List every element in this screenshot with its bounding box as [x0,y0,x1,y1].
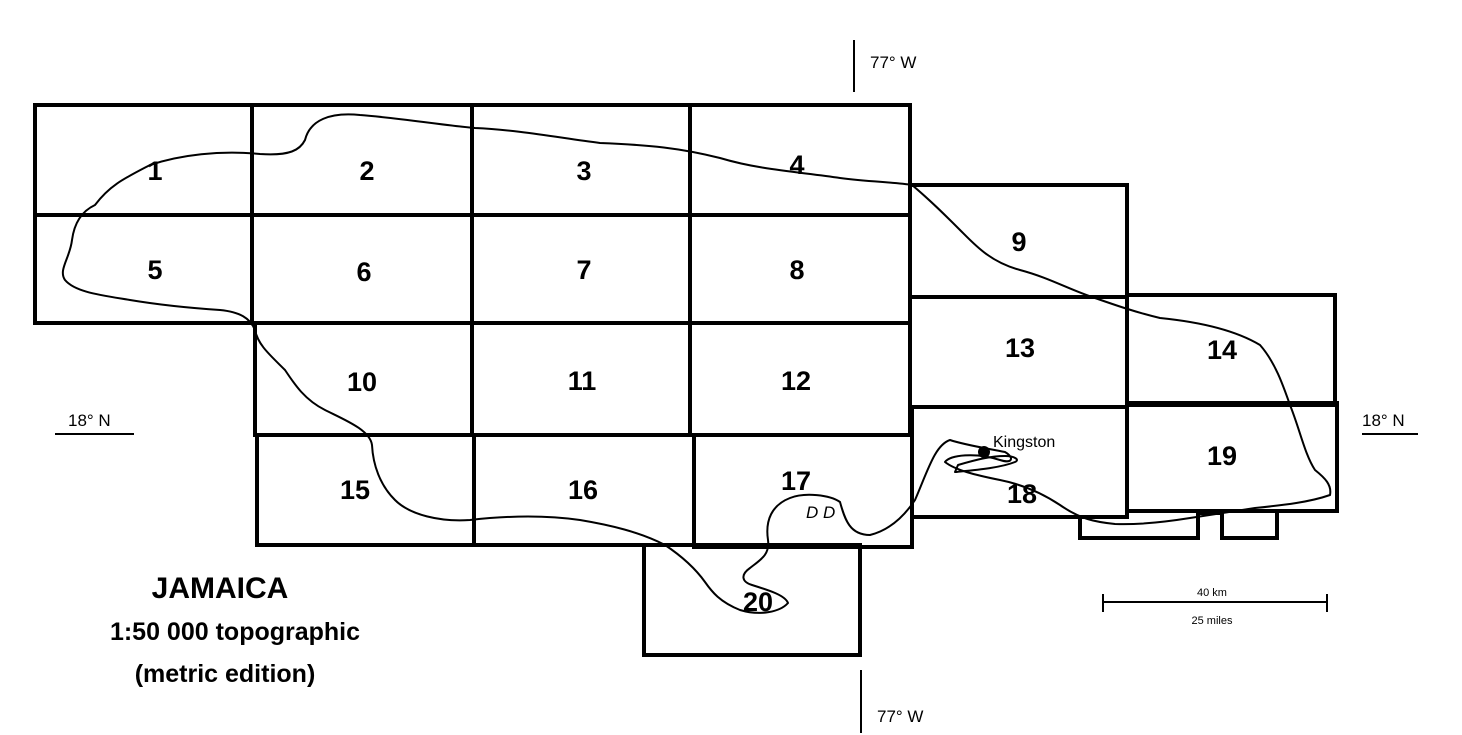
sheet-label-14: 14 [1207,335,1237,365]
meridian-label-top: 77° W [870,53,916,72]
map-edition: (metric edition) [134,660,316,688]
sheet-19-rect [1125,401,1339,513]
sheet-19-extension [1127,511,1279,540]
sheet-5-rect [33,213,254,325]
coastline [61,113,1332,614]
parallel-label-left: 18° N [68,411,111,430]
sheet-1-rect [33,103,254,217]
sheet-label-1: 1 [147,156,162,186]
reef-marks: D D [806,503,835,522]
sheet-labels: 1 2 3 4 5 6 7 8 9 10 11 12 13 14 15 16 1… [147,150,1237,617]
scale-bar-imperial: 25 miles [1192,615,1233,627]
sheet-label-5: 5 [147,255,162,285]
sheet-label-12: 12 [781,366,811,396]
sheet-label-15: 15 [340,475,370,505]
kingston-marker-icon [978,446,990,458]
sheet-label-6: 6 [356,257,371,287]
sheet-label-3: 3 [576,156,591,186]
sheet-18-extension [1078,517,1130,540]
sheet-label-2: 2 [359,156,374,186]
sheet-20-rect [642,543,862,657]
sheet-label-20: 20 [743,587,773,617]
map-subtitle: 1:50 000 topographic [109,618,361,646]
sheet-label-18: 18 [1007,479,1037,509]
sheet-grid [33,103,1339,657]
kingston-label: Kingston [993,434,1055,451]
sheet-label-19: 19 [1207,441,1237,471]
sheet-label-13: 13 [1005,333,1035,363]
sheet-label-8: 8 [789,255,804,285]
sheet-label-17: 17 [781,466,811,496]
sheet-label-11: 11 [568,366,597,396]
sheet-label-10: 10 [347,367,377,397]
scale-bar: 40 km 25 miles [1102,587,1328,627]
kingston-harbour [954,455,1018,473]
map-title: JAMAICA [151,572,289,605]
sheet-label-16: 16 [568,475,598,505]
scale-bar-metric: 40 km [1197,587,1227,599]
parallel-label-right: 18° N [1362,411,1405,430]
meridian-label-bottom: 77° W [877,707,923,726]
sheet-label-4: 4 [789,150,804,180]
sheet-label-9: 9 [1011,227,1026,257]
sheet-label-7: 7 [576,255,591,285]
